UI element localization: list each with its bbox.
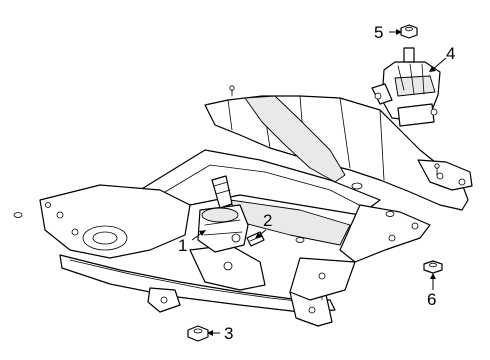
nut-6 [423, 260, 443, 274]
callout-2: 2 [263, 211, 272, 230]
leader-lines [191, 29, 447, 336]
callout-4: 4 [446, 44, 455, 63]
right-engine-mount [371, 47, 441, 127]
mount-bolt [246, 231, 265, 247]
callout-labels: 1 2 3 4 5 6 [178, 23, 455, 343]
subframe [13, 85, 473, 327]
callout-3: 3 [224, 324, 233, 343]
nut-3 [187, 325, 209, 342]
nut-5 [400, 24, 418, 39]
left-engine-mount [197, 175, 249, 253]
callout-5: 5 [374, 23, 383, 42]
callout-6: 6 [427, 290, 436, 309]
callout-1: 1 [178, 236, 187, 255]
